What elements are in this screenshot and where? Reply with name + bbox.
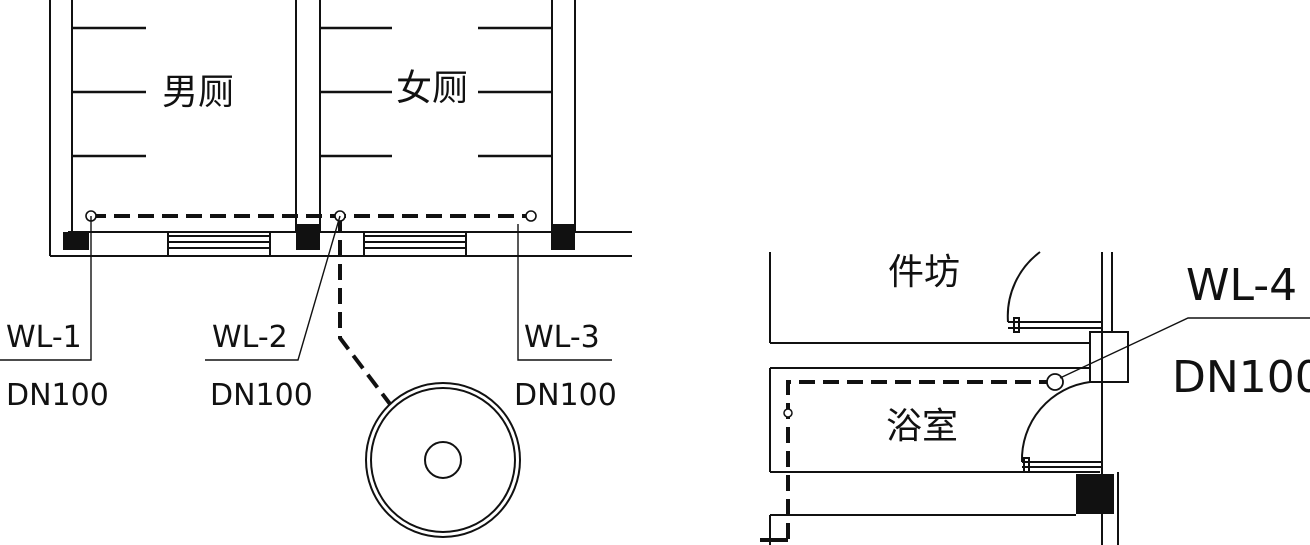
pipe-label-wl3: WL-3 [524,320,600,355]
column-2 [296,224,320,250]
column-3 [551,224,575,250]
wall-box [1089,331,1129,383]
pipe-label-wl2: WL-2 [212,320,288,355]
inspection-well [365,382,521,538]
pipe-size-wl2: DN100 [210,378,313,413]
riser-wl3 [525,210,537,222]
room-label-other: 件坊 [888,252,960,293]
toilet-block [49,0,632,257]
window-left [167,232,271,256]
column-1 [63,232,89,250]
leader-line-wl4 [1059,317,1310,379]
pipe-size-wl4: DN100 [1172,352,1310,403]
room-label-men-toilet: 男厕 [162,72,234,113]
column-4 [1076,474,1114,514]
stall-partitions [72,26,552,158]
door-lower [1020,381,1091,463]
room-label-bathroom: 浴室 [886,406,958,447]
drain-pipe-left [90,214,531,406]
drain-pipe-right [786,380,1055,540]
door-upper [1006,251,1041,323]
pipe-size-wl1: DN100 [6,378,109,413]
pipe-label-wl4: WL-4 [1186,260,1297,311]
bathroom-block [769,251,1129,545]
room-label-women-toilet: 女厕 [396,68,468,109]
pipe-label-wl1: WL-1 [6,320,82,355]
window-right [363,232,467,256]
floor-drain [783,408,793,418]
leader-lines-left [0,215,612,361]
pipe-size-wl3: DN100 [514,378,617,413]
structural-columns [63,224,575,250]
riser-wl4 [1046,373,1064,391]
